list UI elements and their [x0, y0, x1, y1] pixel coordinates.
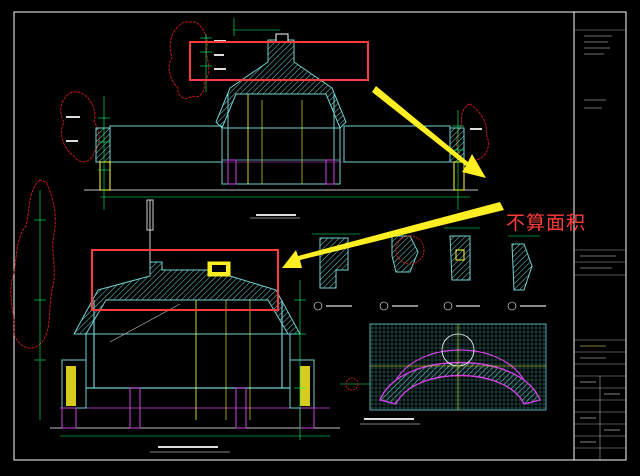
highlight-box-upper	[189, 41, 369, 81]
upper-elevation	[60, 18, 489, 219]
drawing-frame	[13, 11, 627, 461]
plan-view	[340, 323, 547, 425]
tree-outline	[60, 91, 100, 163]
title-block	[574, 29, 626, 460]
arrow-to-upper-roof	[372, 86, 486, 178]
highlight-box-lower	[91, 249, 279, 311]
arrow-to-lower-roof	[282, 202, 504, 268]
lower-roof	[73, 261, 301, 335]
annotation-label: 不算面积	[506, 212, 587, 234]
lower-elevation	[10, 179, 340, 453]
annotation-arrows	[282, 86, 504, 268]
tree-outline	[455, 103, 489, 165]
tree-outline	[168, 21, 210, 99]
tree-outline	[10, 179, 56, 349]
detail-sections	[312, 227, 546, 311]
upper-roof	[215, 39, 347, 129]
